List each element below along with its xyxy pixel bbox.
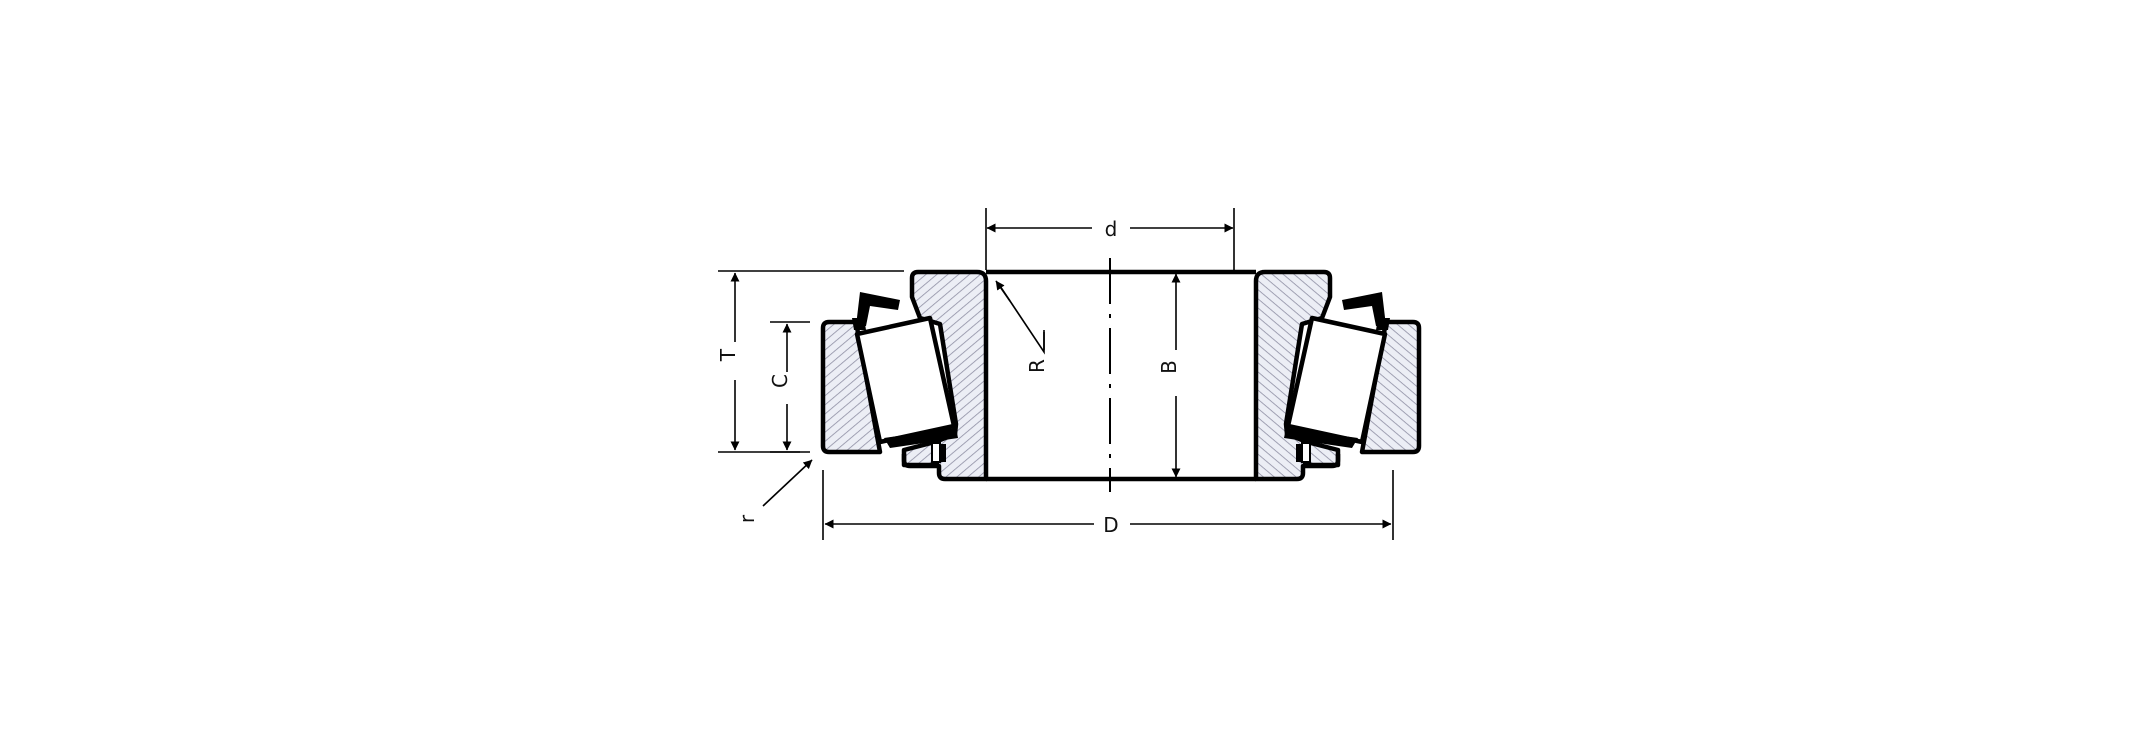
t-label: T (716, 348, 740, 362)
left-cage-top (856, 292, 900, 326)
right-outer-ring (1359, 319, 1422, 455)
right-cage-top (1342, 292, 1386, 326)
left-cage-bottom (884, 428, 958, 448)
right-retainer-gap (1301, 442, 1311, 463)
right-cage-bottom (1284, 428, 1358, 448)
left-cage-bottom-foot (901, 454, 939, 468)
left-retainer-gap (931, 442, 941, 463)
c-label: C (768, 374, 792, 388)
r-leader-arrow (995, 280, 1011, 302)
b-label: B (1157, 360, 1181, 374)
r-upper-label: R (1025, 359, 1049, 373)
right-cage-bottom-foot (1303, 454, 1341, 468)
left-roller (854, 315, 957, 445)
left-cage-top-stub (852, 318, 866, 330)
left-outer-ring (820, 319, 883, 455)
d-label: d (1105, 217, 1118, 241)
r-lower-label: r (735, 514, 759, 523)
right-roller (1285, 315, 1388, 445)
r-lower-arrow (762, 459, 813, 507)
d-outer-label: D (1103, 513, 1118, 537)
right-cage-top-stub (1376, 318, 1390, 330)
